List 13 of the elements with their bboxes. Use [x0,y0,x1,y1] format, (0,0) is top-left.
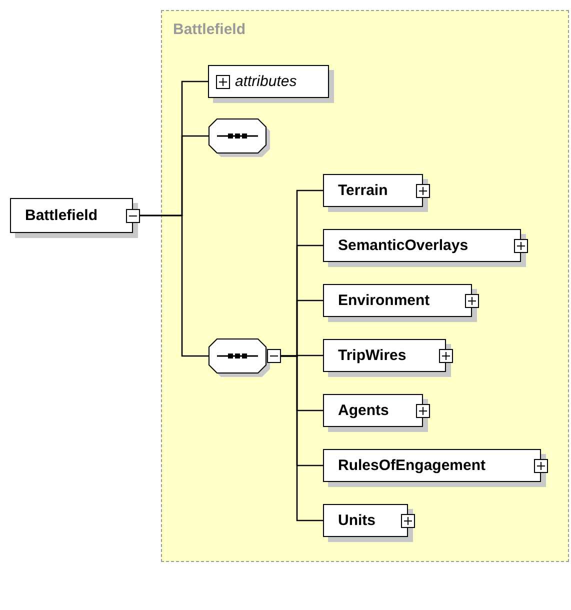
group-panel [161,10,569,562]
element-name: RulesOfEngagement [338,457,486,474]
element-name: Environment [338,292,430,309]
connector-line [281,355,323,522]
element-name: Units [338,512,376,529]
element-name: attributes [235,73,297,90]
group-heading: Battlefield [173,21,246,38]
element-name: TripWires [338,347,406,364]
element-name: Agents [338,402,389,419]
element-name: SemanticOverlays [338,237,468,254]
element-name: Battlefield [25,207,98,224]
connector-line [139,214,209,357]
element-name: Terrain [338,182,388,199]
